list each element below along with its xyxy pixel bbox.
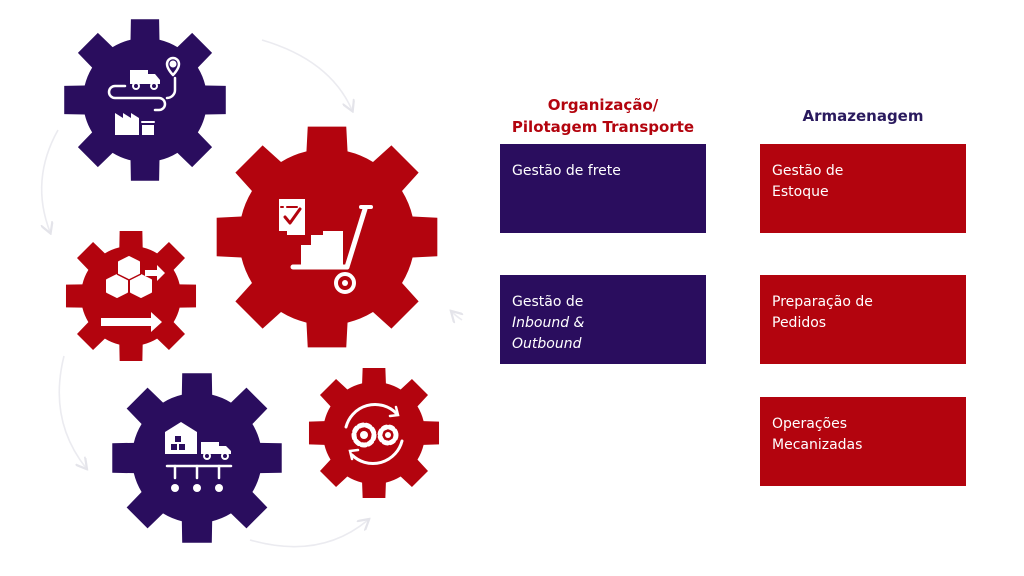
- truck-route-factory-icon: [107, 56, 181, 135]
- cogs-cycle-icon: [344, 402, 404, 466]
- transport-title-line2: Pilotagem Transporte: [511, 118, 695, 136]
- gear-inbound: [65, 230, 197, 362]
- gear-distribution: [112, 373, 282, 543]
- box-estoque-line2: Estoque: [772, 184, 829, 200]
- gear-mechanized: [308, 367, 440, 499]
- box-operacoes-mecanizadas: Operações Mecanizadas: [760, 397, 966, 486]
- boxes-arrow-icon: [101, 256, 165, 332]
- gears-diagram: [0, 19, 470, 548]
- box-pedidos-line2: Pedidos: [772, 315, 827, 331]
- box-mecanizadas-line1: Operações: [772, 416, 848, 432]
- box-pedidos-line1: Preparação de: [772, 294, 873, 310]
- box-inbound-line3: Outbound: [512, 336, 582, 352]
- gear-outline: [65, 230, 197, 362]
- box-gestao-frete-line1: Gestão de frete: [512, 163, 621, 179]
- box-preparacao-pedidos: Preparação de Pedidos: [760, 275, 966, 364]
- gear-outline: [64, 19, 226, 181]
- hand-truck-checklist-icon: [279, 199, 373, 294]
- gear-transport: [64, 19, 226, 181]
- warehouse-distribution-icon: [165, 422, 233, 492]
- gear-outline: [112, 373, 282, 543]
- gear-warehouse: [216, 126, 438, 348]
- box-gestao-frete: Gestão de frete: [500, 144, 706, 233]
- box-inbound-line2: Inbound &: [512, 315, 585, 331]
- box-gestao-estoque: Gestão de Estoque: [760, 144, 966, 233]
- box-mecanizadas-line2: Mecanizadas: [772, 437, 863, 453]
- transport-title-line1: Organização/: [547, 96, 659, 114]
- transport-column-title: Organização/ Pilotagem Transporte: [497, 94, 709, 138]
- box-estoque-line1: Gestão de: [772, 163, 844, 179]
- box-inbound-line1: Gestão de: [512, 294, 584, 310]
- cycle-arrows: [42, 39, 462, 548]
- warehouse-column-title: Armazenagem: [760, 105, 966, 127]
- warehouse-title: Armazenagem: [802, 107, 924, 125]
- box-inbound-outbound: Gestão de Inbound & Outbound: [500, 275, 706, 364]
